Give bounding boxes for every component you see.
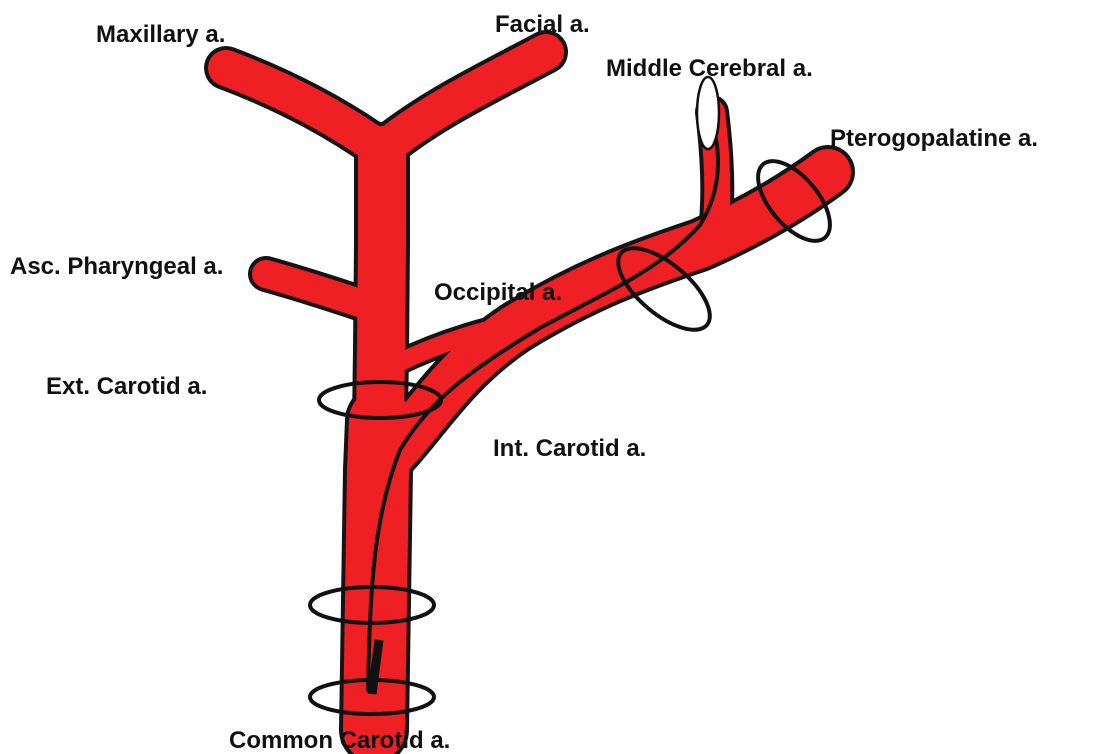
label-occipital: Occipital a. (434, 279, 562, 306)
label-maxillary: Maxillary a. (96, 21, 225, 48)
facial-artery (382, 52, 546, 150)
label-ext-carotid: Ext. Carotid a. (46, 373, 207, 400)
label-asc-pharyngeal: Asc. Pharyngeal a. (10, 253, 223, 280)
label-common-carotid: Common Carotid a. (229, 727, 450, 754)
label-middle-cerebral: Middle Cerebral a. (606, 55, 813, 82)
external-carotid (380, 150, 382, 420)
label-facial: Facial a. (495, 11, 590, 38)
internal-carotid-artery (376, 172, 828, 470)
label-int-carotid: Int. Carotid a. (493, 435, 646, 462)
labels: Maxillary a. Facial a. Middle Cerebral a… (10, 11, 1038, 754)
vessel-outlines (226, 52, 828, 730)
vessel-fills (226, 52, 828, 730)
middle-cerebral-occlusion (697, 77, 719, 149)
label-pterogopalatine: Pterogopalatine a. (830, 125, 1038, 152)
